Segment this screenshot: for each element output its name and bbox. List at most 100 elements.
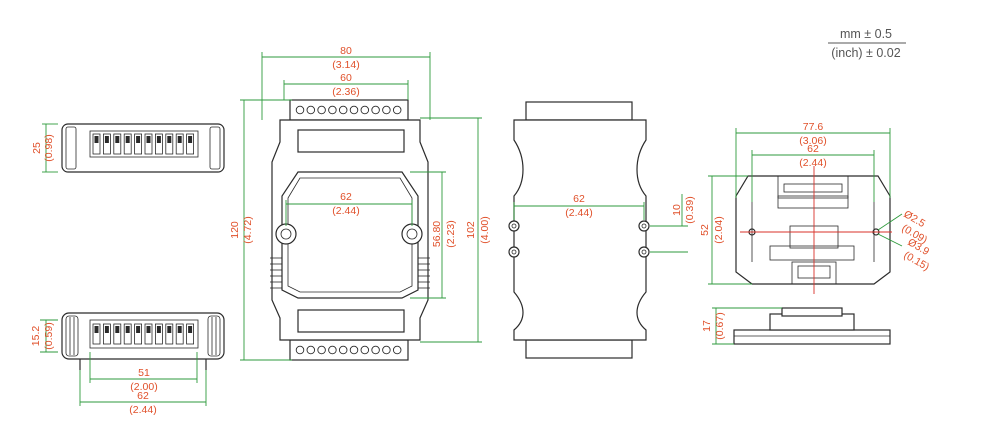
dim-62d-inch-label: (2.44) <box>799 157 826 169</box>
terminal-screw <box>392 345 402 355</box>
dim-17-label: 17 <box>701 320 713 332</box>
side-view-top <box>61 123 225 173</box>
dim-62a-inch-label: (2.44) <box>332 205 359 217</box>
terminal-screw <box>328 105 337 115</box>
terminal-screw <box>338 105 348 115</box>
tolerance-mm: mm ± 0.5 <box>840 27 892 41</box>
terminal-screw <box>382 345 391 355</box>
dip-switch <box>154 323 163 345</box>
terminal-screw <box>328 345 337 355</box>
dip-switch <box>113 133 122 155</box>
dip-switch <box>144 133 153 155</box>
dip-switch <box>186 133 195 155</box>
dim-80-inch-label: (3.14) <box>332 59 359 71</box>
terminal-screw <box>371 105 380 115</box>
dip-switch <box>144 323 153 345</box>
terminal-screw <box>317 345 326 355</box>
dip-switch-knob <box>136 136 141 143</box>
terminal-screw <box>349 105 359 115</box>
dim-80: 80 (3.14) <box>261 45 431 120</box>
dim-62-front: 62 (2.44) <box>285 191 413 226</box>
terminal-screw <box>371 345 380 355</box>
dim-62c-label: 62 <box>137 390 149 402</box>
terminal-screw <box>306 345 316 355</box>
dim-52-inch-label: (2.04) <box>713 216 725 243</box>
dip-switch-knob <box>167 326 172 333</box>
terminal-screw <box>295 105 305 115</box>
terminal-screw <box>360 105 370 115</box>
dim-15-2: 15.2 (0.59) <box>30 319 58 353</box>
dip-switch <box>113 323 122 345</box>
dim-120: 120 (4.72) <box>229 99 292 361</box>
dip-switch <box>123 323 132 345</box>
terminal-screw <box>317 105 326 115</box>
dim-15-inch-label: (0.59) <box>43 322 55 349</box>
side-view-bottom <box>61 312 225 370</box>
dim-102: 102 (4.00) <box>420 117 491 343</box>
dip-switch-knob <box>146 136 151 143</box>
dip-switch <box>165 323 174 345</box>
dim-62-back: 62 (2.44) <box>513 193 645 220</box>
dim-77-6: 77.6 (3.06) <box>735 121 891 198</box>
dip-switch-knob <box>94 326 99 333</box>
dip-switch-knob <box>94 136 99 143</box>
terminal-screw <box>338 345 348 355</box>
dim-77-inch-label: (3.06) <box>799 135 826 147</box>
dim-17: 17 (0.67) <box>701 307 782 345</box>
mount-view <box>733 166 892 345</box>
dip-switch <box>134 323 143 345</box>
dim-62-bottom: 62 (2.44) <box>79 370 207 416</box>
dip-switch <box>123 133 132 155</box>
back-view <box>508 101 650 359</box>
dim-25: 25 (0.98) <box>31 123 58 173</box>
dim-62d-label: 62 <box>807 143 819 155</box>
dip-switch <box>154 133 163 155</box>
dim-51: 51 (2.00) <box>89 352 198 393</box>
dip-switch-knob <box>104 326 109 333</box>
dip-switch <box>92 323 101 345</box>
dim-10: 10 (0.39) <box>650 194 696 253</box>
dip-switch-knob <box>177 326 182 333</box>
dip-switch <box>175 133 184 155</box>
terminal-screw <box>349 345 359 355</box>
dim-52-label: 52 <box>699 224 711 236</box>
dip-switch-knob <box>188 326 193 333</box>
dip-switch-knob <box>104 136 109 143</box>
dim-62b-inch-label: (2.44) <box>565 207 592 219</box>
dip-switch-knob <box>125 136 130 143</box>
dim-17-inch-label: (0.67) <box>714 312 726 339</box>
terminal-screw <box>392 105 402 115</box>
dim-10-inch-label: (0.39) <box>684 196 696 223</box>
terminal-screw <box>382 105 391 115</box>
terminal-screw <box>306 105 316 115</box>
dip-switch <box>175 323 184 345</box>
dim-120-label: 120 <box>229 221 241 239</box>
dip-switch-knob <box>136 326 141 333</box>
tolerance-inch: (inch) ± 0.02 <box>831 46 900 60</box>
dip-switch-knob <box>156 326 161 333</box>
dim-56-80: 56.80 (2.23) <box>410 171 457 299</box>
dim-62c-inch-label: (2.44) <box>129 404 156 416</box>
dim-52: 52 (2.04) <box>699 175 752 285</box>
dim-56-label: 56.80 <box>431 221 443 247</box>
dim-62b-label: 62 <box>573 193 585 205</box>
dim-77-label: 77.6 <box>803 121 824 133</box>
dim-80-label: 80 <box>340 45 352 57</box>
dim-25-inch-label: (0.98) <box>43 134 55 161</box>
dim-62-mount: 62 (2.44) <box>751 143 875 202</box>
dim-15-label: 15.2 <box>30 326 42 347</box>
dip-switch-knob <box>115 326 120 333</box>
dip-switch-knob <box>146 326 151 333</box>
dim-25-label: 25 <box>31 142 43 154</box>
dip-switch-knob <box>177 136 182 143</box>
dip-switch <box>103 323 111 345</box>
dim-51-inch-label: (2.00) <box>130 381 157 393</box>
dip-switch-knob <box>167 136 172 143</box>
dim-120-inch-label: (4.72) <box>242 216 254 243</box>
dip-switch <box>165 133 174 155</box>
dim-60: 60 (2.36) <box>283 72 409 100</box>
dip-switch <box>186 323 195 345</box>
dip-switch-knob <box>156 136 161 143</box>
dip-switch <box>134 133 143 155</box>
